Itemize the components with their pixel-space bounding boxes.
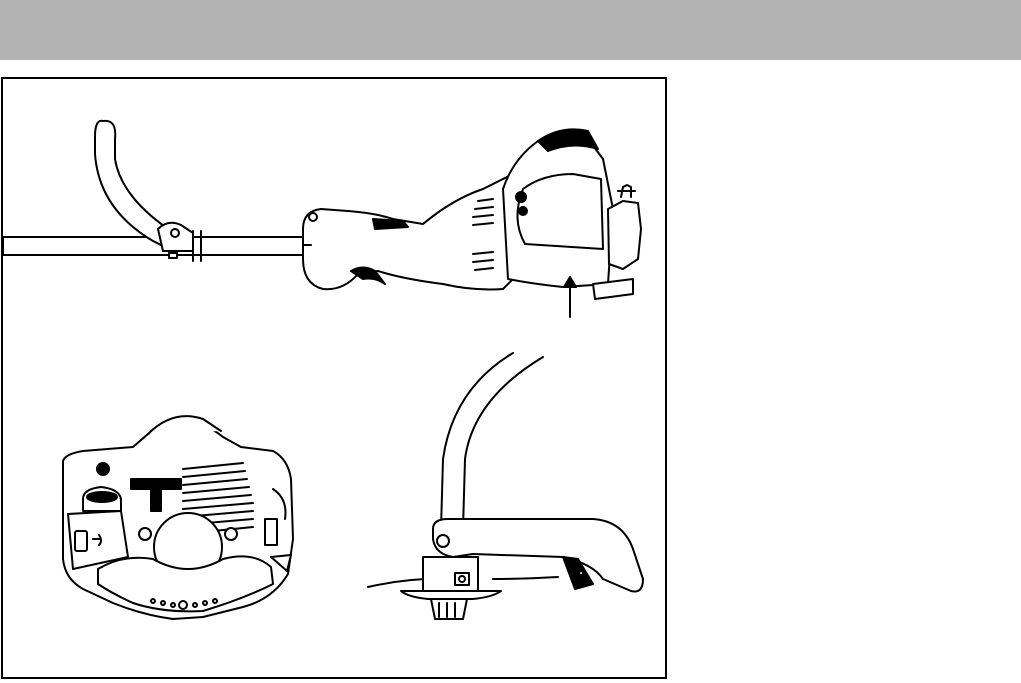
fuel-cap bbox=[608, 201, 641, 269]
cutting-head-guard-view bbox=[368, 353, 643, 619]
figure-illustrations bbox=[3, 79, 665, 677]
rear-grip bbox=[303, 174, 523, 289]
curved-shaft bbox=[441, 353, 543, 529]
engine-front-view bbox=[63, 416, 293, 619]
header-band bbox=[0, 0, 1021, 60]
trimmer-side-view bbox=[3, 121, 641, 317]
figure-frame bbox=[1, 77, 667, 679]
blank-right-column bbox=[680, 77, 1010, 677]
spool-disk bbox=[401, 591, 501, 599]
